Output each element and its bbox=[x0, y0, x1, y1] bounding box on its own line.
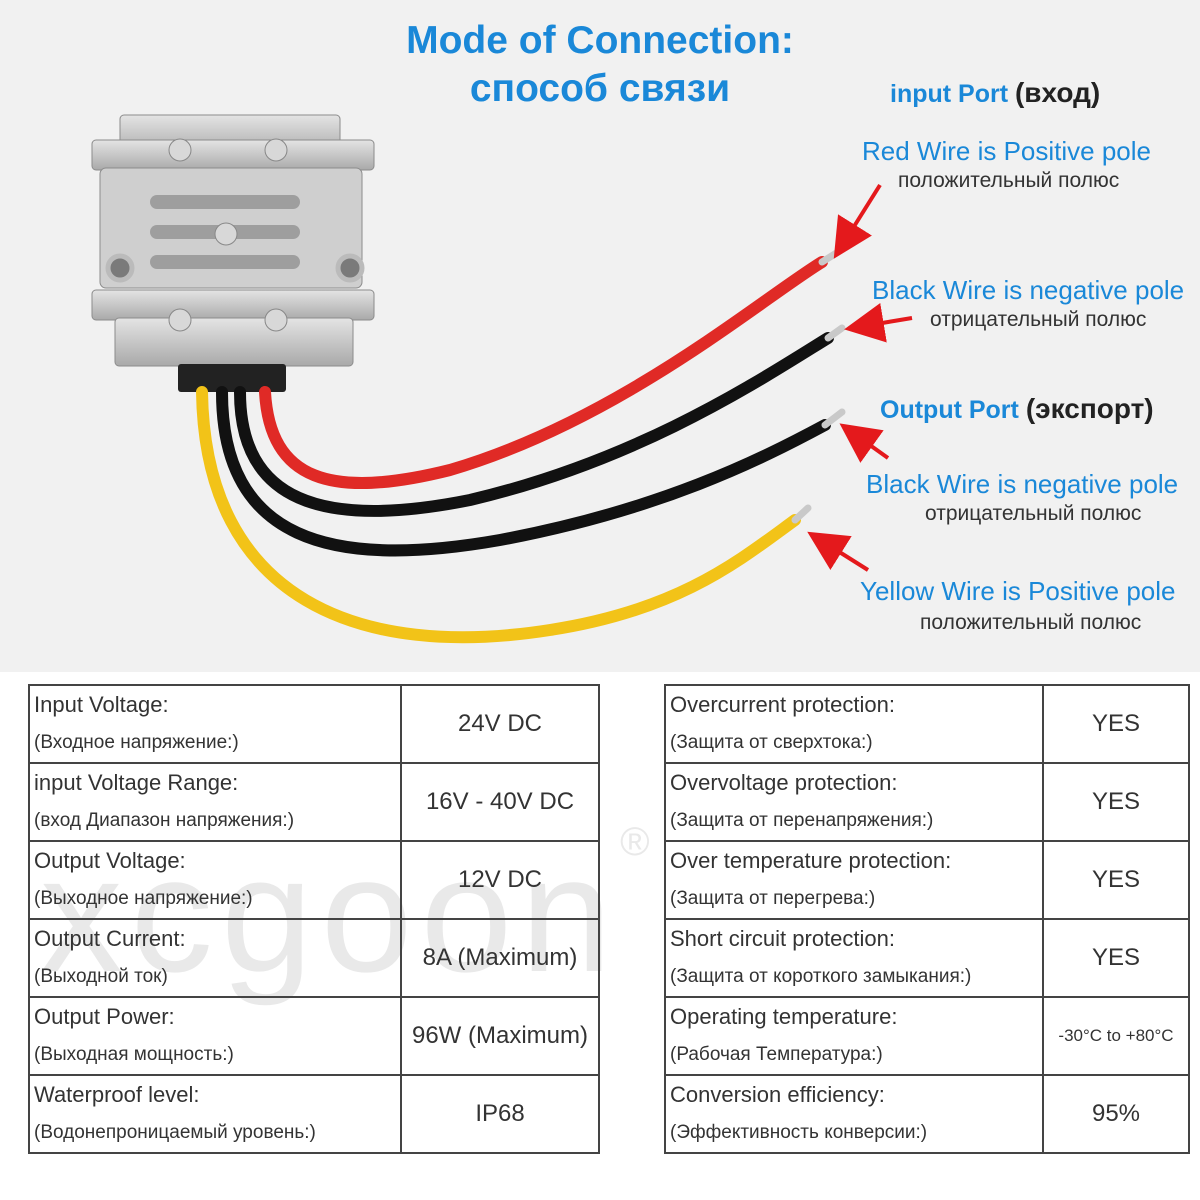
spec-label-en: input Voltage Range: bbox=[34, 770, 239, 795]
table-gap bbox=[598, 997, 666, 1075]
output-port-label: Output Port (экспорт) bbox=[880, 394, 1154, 425]
spec-label-ru: (Входное напряжение:) bbox=[34, 732, 239, 753]
spec-label: Waterproof level: (Водонепроницаемый уров… bbox=[28, 1074, 402, 1154]
table-gap bbox=[598, 841, 666, 919]
spec-label-en: Input Voltage: bbox=[34, 692, 169, 717]
table-gap bbox=[598, 919, 666, 997]
spec-label: Overcurrent protection: (Защита от сверхт… bbox=[664, 684, 1044, 764]
spec-label-en: Over temperature protection: bbox=[670, 848, 952, 873]
spec-value: YES bbox=[1042, 684, 1190, 764]
spec-label-ru: (Эффективность конверсии:) bbox=[670, 1122, 928, 1143]
wire-label-black-input: Black Wire is negative pole bbox=[872, 275, 1185, 305]
wire-label-black-input-ru: отрицательный полюс bbox=[930, 308, 1147, 331]
output-port-label-ru: (экспорт) bbox=[1025, 393, 1154, 424]
spec-label-en: Overvoltage protection: bbox=[670, 770, 898, 795]
wire-label-yellow: Yellow Wire is Positive pole bbox=[860, 576, 1176, 606]
wire-label-black-output-ru: отрицательный полюс bbox=[925, 502, 1142, 525]
converter-housing bbox=[91, 114, 375, 392]
page-title: Mode of Connection: bbox=[406, 19, 794, 62]
spec-label: Operating temperature: (Рабочая Температу… bbox=[664, 996, 1044, 1076]
spec-value: 24V DC bbox=[400, 684, 600, 764]
spec-label: input Voltage Range: (вход Диапазон напря… bbox=[28, 762, 402, 842]
black-wire-output bbox=[216, 386, 831, 557]
spec-label-en: Overcurrent protection: bbox=[670, 692, 895, 717]
spec-label: Output Current: (Выходной ток) bbox=[28, 918, 402, 998]
spec-label: Over temperature protection: (Защита от п… bbox=[664, 840, 1044, 920]
spec-label-ru: (Защита от сверхтока:) bbox=[670, 732, 873, 753]
page-subtitle: способ связи bbox=[469, 67, 731, 110]
spec-label: Overvoltage protection: (Защита от перена… bbox=[664, 762, 1044, 842]
spec-value: 96W (Maximum) bbox=[400, 996, 600, 1076]
spec-label-ru: (Выходной ток) bbox=[34, 966, 168, 987]
red-wire bbox=[259, 256, 828, 490]
spec-value: 95% bbox=[1042, 1074, 1190, 1154]
output-port-label-en: Output Port bbox=[880, 396, 1019, 424]
spec-label: Conversion efficiency: (Эффективность кон… bbox=[664, 1074, 1044, 1154]
table-row: Output Current: (Выходной ток) 8A (Maximu… bbox=[28, 918, 1190, 998]
spec-value: 16V - 40V DC bbox=[400, 762, 600, 842]
spec-label: Input Voltage: (Входное напряжение:) bbox=[28, 684, 402, 764]
table-row: Output Voltage: (Выходное напряжение:) 12… bbox=[28, 840, 1190, 920]
spec-label: Output Voltage: (Выходное напряжение:) bbox=[28, 840, 402, 920]
spec-label-ru: (Защита от короткого замыкания:) bbox=[670, 966, 972, 987]
table-row: Input Voltage: (Входное напряжение:) 24V … bbox=[28, 684, 1190, 764]
spec-value: 12V DC bbox=[400, 840, 600, 920]
spec-label-ru: (Выходная мощность:) bbox=[34, 1044, 234, 1065]
spec-value: YES bbox=[1042, 840, 1190, 920]
wire-label-red-ru: положительный полюс bbox=[898, 169, 1120, 192]
spec-label-en: Short circuit protection: bbox=[670, 926, 895, 951]
wire-label-black-output: Black Wire is negative pole bbox=[866, 469, 1179, 499]
input-port-label: input Port (вход) bbox=[890, 78, 1100, 109]
spec-label-en: Operating temperature: bbox=[670, 1004, 898, 1029]
input-port-label-ru: (вход) bbox=[1014, 77, 1101, 108]
spec-label-en: Output Voltage: bbox=[34, 848, 186, 873]
converter-illustration bbox=[91, 114, 913, 644]
table-gap bbox=[598, 763, 666, 841]
wire-label-yellow-ru: положительный полюс bbox=[920, 611, 1142, 634]
table-row: Waterproof level: (Водонепроницаемый уров… bbox=[28, 1074, 1190, 1154]
table-gap bbox=[598, 1075, 666, 1153]
spec-value: IP68 bbox=[400, 1074, 600, 1154]
spec-label-ru: (Рабочая Температура:) bbox=[670, 1044, 883, 1065]
spec-label-en: Output Current: bbox=[34, 926, 186, 951]
arrow-red bbox=[833, 183, 882, 259]
spec-label-ru: (Защита от перенапряжения:) bbox=[670, 810, 934, 831]
spec-label-ru: (Защита от перегрева:) bbox=[670, 888, 876, 909]
spec-label-en: Conversion efficiency: bbox=[670, 1082, 885, 1107]
yellow-wire bbox=[196, 386, 801, 644]
table-gap bbox=[598, 685, 666, 763]
black-wire-input bbox=[234, 332, 834, 517]
arrow-black-input bbox=[844, 303, 913, 343]
arrow-black-output bbox=[839, 423, 890, 463]
spec-label-en: Output Power: bbox=[34, 1004, 175, 1029]
spec-value: YES bbox=[1042, 918, 1190, 998]
spec-label-ru: (вход Диапазон напряжения:) bbox=[34, 810, 295, 831]
spec-table: Input Voltage: (Входное напряжение:) 24V … bbox=[28, 684, 1190, 1154]
spec-label: Short circuit protection: (Защита от коро… bbox=[664, 918, 1044, 998]
spec-value: YES bbox=[1042, 762, 1190, 842]
spec-value: 8A (Maximum) bbox=[400, 918, 600, 998]
spec-label-ru: (Выходное напряжение:) bbox=[34, 888, 253, 909]
spec-value: -30°C to +80°C bbox=[1042, 996, 1190, 1076]
wire-label-red: Red Wire is Positive pole bbox=[862, 136, 1151, 166]
spec-label-en: Waterproof level: bbox=[34, 1082, 200, 1107]
input-port-label-en: input Port bbox=[890, 80, 1009, 108]
table-row: Output Power: (Выходная мощность:) 96W (M… bbox=[28, 996, 1190, 1076]
spec-label: Output Power: (Выходная мощность:) bbox=[28, 996, 402, 1076]
table-row: input Voltage Range: (вход Диапазон напря… bbox=[28, 762, 1190, 842]
spec-label-ru: (Водонепроницаемый уровень:) bbox=[34, 1122, 316, 1143]
arrow-yellow bbox=[807, 531, 870, 572]
